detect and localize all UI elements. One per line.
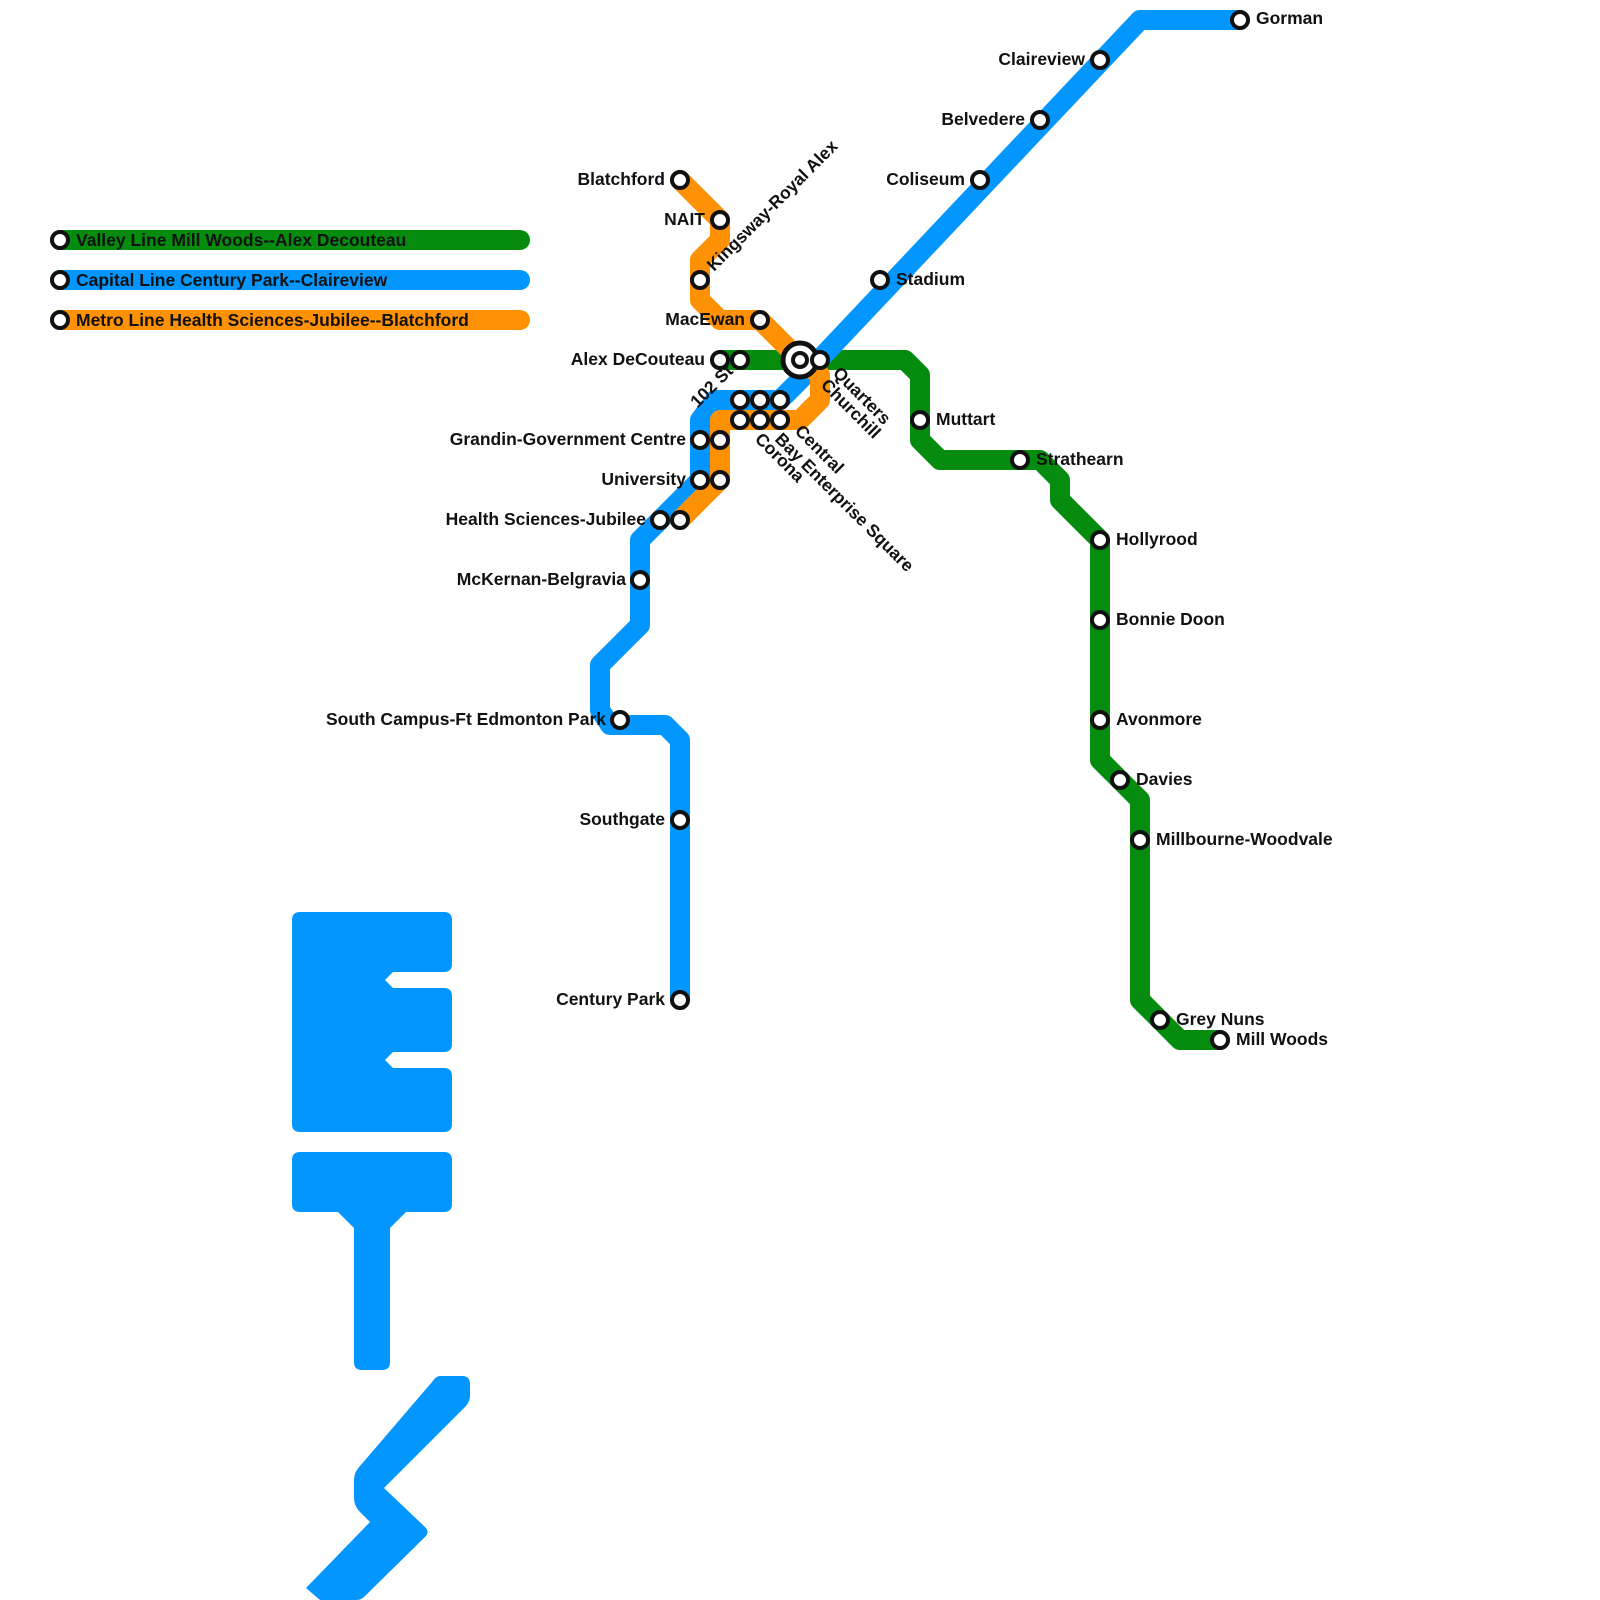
station-corona-metro[interactable] — [770, 410, 790, 430]
legend-label-valley: Valley Line Mill Woods--Alex Decouteau — [76, 230, 406, 250]
stations — [610, 10, 1250, 1050]
label-coliseum: Coliseum — [886, 169, 965, 189]
legend-label-capital: Capital Line Century Park--Claireview — [76, 270, 388, 290]
label-hollyrood: Hollyrood — [1116, 529, 1198, 549]
label-nait: NAIT — [664, 209, 705, 229]
station-davies[interactable] — [1110, 770, 1130, 790]
station-millbourne[interactable] — [1130, 830, 1150, 850]
station-bay-capital[interactable] — [750, 390, 770, 410]
label-university: University — [601, 469, 686, 489]
label-century-park: Century Park — [556, 989, 665, 1009]
label-mckernan: McKernan-Belgravia — [457, 569, 626, 589]
station-bay-metro[interactable] — [750, 410, 770, 430]
label-mill-woods: Mill Woods — [1236, 1029, 1328, 1049]
label-claireview: Claireview — [998, 49, 1085, 69]
station-university-metro[interactable] — [710, 470, 730, 490]
station-muttart[interactable] — [910, 410, 930, 430]
legend-station-marker — [50, 230, 70, 250]
station-strathearn[interactable] — [1010, 450, 1030, 470]
label-blatchford: Blatchford — [578, 169, 666, 189]
station-central-metro[interactable] — [730, 410, 750, 430]
label-alex-decouteau: Alex DeCouteau — [571, 349, 705, 369]
label-kingsway: Kingsway-Royal Alex — [703, 136, 842, 275]
station-central-capital[interactable] — [730, 390, 750, 410]
station-kingsway[interactable] — [690, 270, 710, 290]
station-health-sciences-metro[interactable] — [670, 510, 690, 530]
label-avonmore: Avonmore — [1116, 709, 1202, 729]
station-alex-decouteau[interactable] — [710, 350, 730, 370]
label-stadium: Stadium — [896, 269, 965, 289]
ets-logo-icon — [292, 912, 470, 1600]
label-south-campus: South Campus-Ft Edmonton Park — [326, 709, 606, 729]
label-bonnie-doon: Bonnie Doon — [1116, 609, 1225, 629]
valley-line — [710, 350, 1230, 1050]
station-university-capital[interactable] — [690, 470, 710, 490]
label-grey-nuns: Grey Nuns — [1176, 1009, 1265, 1029]
label-davies: Davies — [1136, 769, 1193, 789]
logo-letter-e — [292, 912, 452, 1132]
station-stadium[interactable] — [870, 270, 890, 290]
station-coliseum[interactable] — [970, 170, 990, 190]
station-quarters[interactable] — [810, 350, 830, 370]
station-bonnie-doon[interactable] — [1090, 610, 1110, 630]
station-corona-capital[interactable] — [770, 390, 790, 410]
station-belvedere[interactable] — [1030, 110, 1050, 130]
label-grandin: Grandin-Government Centre — [450, 429, 687, 449]
station-south-campus[interactable] — [610, 710, 630, 730]
station-claireview[interactable] — [1090, 50, 1110, 70]
station-blatchford[interactable] — [670, 170, 690, 190]
station-macewan[interactable] — [750, 310, 770, 330]
station-southgate[interactable] — [670, 810, 690, 830]
label-belvedere: Belvedere — [941, 109, 1025, 129]
station-labels: Gorman Claireview Belvedere Coliseum Sta… — [326, 8, 1333, 1049]
label-gorman: Gorman — [1256, 8, 1323, 28]
label-strathearn: Strathearn — [1036, 449, 1124, 469]
station-century-park[interactable] — [670, 990, 690, 1010]
label-health-sciences: Health Sciences-Jubilee — [446, 509, 647, 529]
station-churchill[interactable] — [791, 351, 809, 369]
label-muttart: Muttart — [936, 409, 995, 429]
legend-label-metro: Metro Line Health Sciences-Jubilee--Blat… — [76, 310, 469, 330]
legend-station-marker — [50, 270, 70, 290]
station-mckernan[interactable] — [630, 570, 650, 590]
station-grey-nuns[interactable] — [1150, 1010, 1170, 1030]
legend-station-marker — [50, 310, 70, 330]
station-mill-woods[interactable] — [1210, 1030, 1230, 1050]
station-avonmore[interactable] — [1090, 710, 1110, 730]
logo-letter-s — [306, 1376, 470, 1600]
legend: Valley Line Mill Woods--Alex Decouteau C… — [50, 230, 530, 330]
station-health-sciences-capital[interactable] — [650, 510, 670, 530]
label-macewan: MacEwan — [665, 309, 745, 329]
station-hollyrood[interactable] — [1090, 530, 1110, 550]
station-alex-decouteau-platform[interactable] — [730, 350, 750, 370]
station-grandin-capital[interactable] — [690, 430, 710, 450]
label-southgate: Southgate — [579, 809, 665, 829]
station-grandin-metro[interactable] — [710, 430, 730, 450]
label-bay-enterprise: Bay Enterprise Square — [771, 429, 918, 576]
label-millbourne: Millbourne-Woodvale — [1156, 829, 1333, 849]
station-nait[interactable] — [710, 210, 730, 230]
station-gorman[interactable] — [1230, 10, 1250, 30]
logo-letter-t — [292, 1152, 452, 1370]
